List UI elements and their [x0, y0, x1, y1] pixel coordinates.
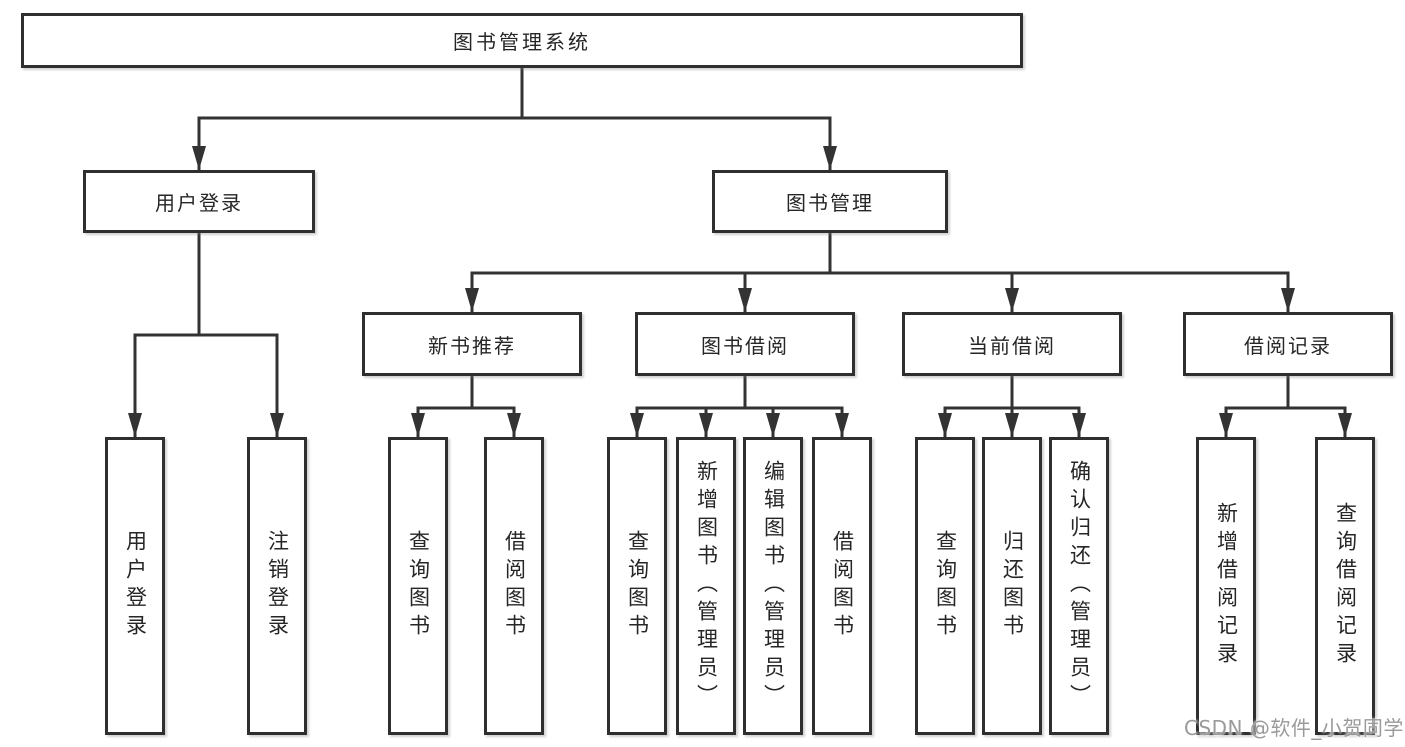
node-library-management-system: 图书管理系统	[21, 13, 1023, 68]
leaf-label: 查询借阅记录	[1333, 502, 1358, 670]
leaf-label: 归还图书	[1000, 530, 1025, 642]
leaf-label: 用户登录	[123, 530, 148, 642]
connector-root-to-level2	[192, 68, 837, 170]
leaf-query-books-borrow: 查询图书	[607, 437, 667, 735]
node-book-borrow: 图书借阅	[635, 312, 855, 376]
connector-new-book-children	[411, 376, 521, 437]
leaf-query-books-recommend: 查询图书	[388, 437, 448, 735]
leaf-label: 查询图书	[933, 530, 958, 642]
leaf-label: 新增借阅记录	[1214, 502, 1239, 670]
leaf-borrow-books: 借阅图书	[812, 437, 872, 735]
leaf-borrow-books-recommend: 借阅图书	[484, 437, 544, 735]
connector-current-borrow-children	[938, 376, 1086, 437]
leaf-edit-books-admin: 编辑图书（管理员）	[743, 437, 803, 735]
node-book-management: 图书管理	[712, 170, 948, 233]
leaf-return-books: 归还图书	[982, 437, 1042, 735]
leaf-add-books-admin: 新增图书（管理员）	[676, 437, 736, 735]
leaf-confirm-return-admin: 确认归还（管理员）	[1049, 437, 1109, 735]
leaf-query-borrow-record: 查询借阅记录	[1315, 437, 1375, 735]
connector-borrow-record-children	[1219, 376, 1352, 437]
node-user-login: 用户登录	[83, 170, 315, 233]
watermark: CSDN @软件_小贺同学	[1184, 716, 1404, 740]
leaf-label: 借阅图书	[830, 530, 855, 642]
leaf-label: 确认归还（管理员）	[1067, 460, 1092, 712]
leaf-label: 查询图书	[625, 530, 650, 642]
leaf-query-books-current: 查询图书	[915, 437, 975, 735]
node-borrow-records: 借阅记录	[1183, 312, 1393, 376]
leaf-label: 借阅图书	[502, 530, 527, 642]
leaf-label: 新增图书（管理员）	[694, 460, 719, 712]
leaf-add-borrow-record: 新增借阅记录	[1196, 437, 1256, 735]
node-current-borrow: 当前借阅	[902, 312, 1122, 376]
leaf-label: 注销登录	[265, 530, 290, 642]
node-new-book-recommend: 新书推荐	[362, 312, 582, 376]
connector-book-borrow-children	[630, 376, 849, 437]
connector-book-management-children	[465, 233, 1295, 312]
leaf-logout: 注销登录	[247, 437, 307, 735]
connector-user-login-children	[128, 233, 284, 437]
leaf-label: 编辑图书（管理员）	[761, 460, 786, 712]
leaf-label: 查询图书	[406, 530, 431, 642]
leaf-user-login: 用户登录	[105, 437, 165, 735]
